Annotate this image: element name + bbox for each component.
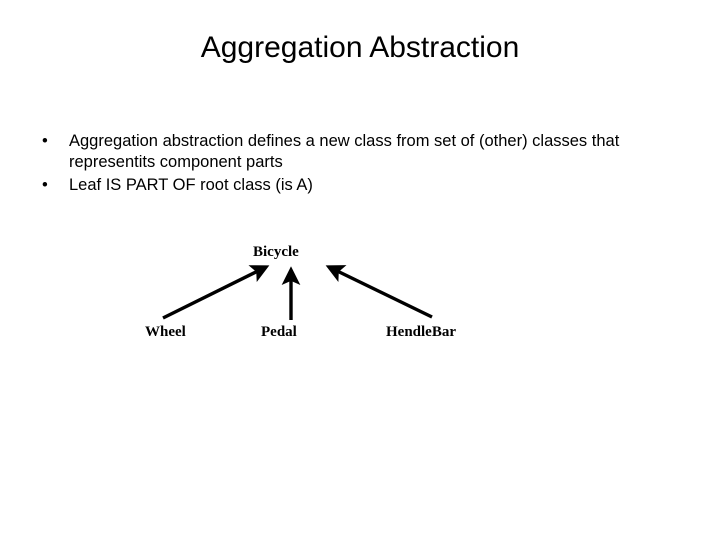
- page-title: Aggregation Abstraction: [200, 31, 520, 64]
- bullet-dot-icon: •: [42, 176, 48, 194]
- list-item: • Aggregation abstraction defines a new …: [36, 131, 684, 173]
- list-item: • Leaf IS PART OF root class (is A): [36, 175, 684, 196]
- bullet-list: • Aggregation abstraction defines a new …: [36, 131, 684, 198]
- diagram-node-wheel: Wheel: [145, 324, 186, 340]
- arrow-wheel-to-bicycle: [162, 265, 270, 320]
- arrow-hendlebar-to-bicycle: [325, 265, 433, 319]
- bullet-text: Aggregation abstraction defines a new cl…: [69, 132, 620, 171]
- diagram-node-bicycle: Bicycle: [253, 244, 299, 260]
- bullet-dot-icon: •: [42, 132, 48, 150]
- diagram-node-hendlebar: HendleBar: [386, 324, 456, 340]
- bullet-text: Leaf IS PART OF root class (is A): [69, 176, 313, 194]
- diagram-node-pedal: Pedal: [261, 324, 297, 340]
